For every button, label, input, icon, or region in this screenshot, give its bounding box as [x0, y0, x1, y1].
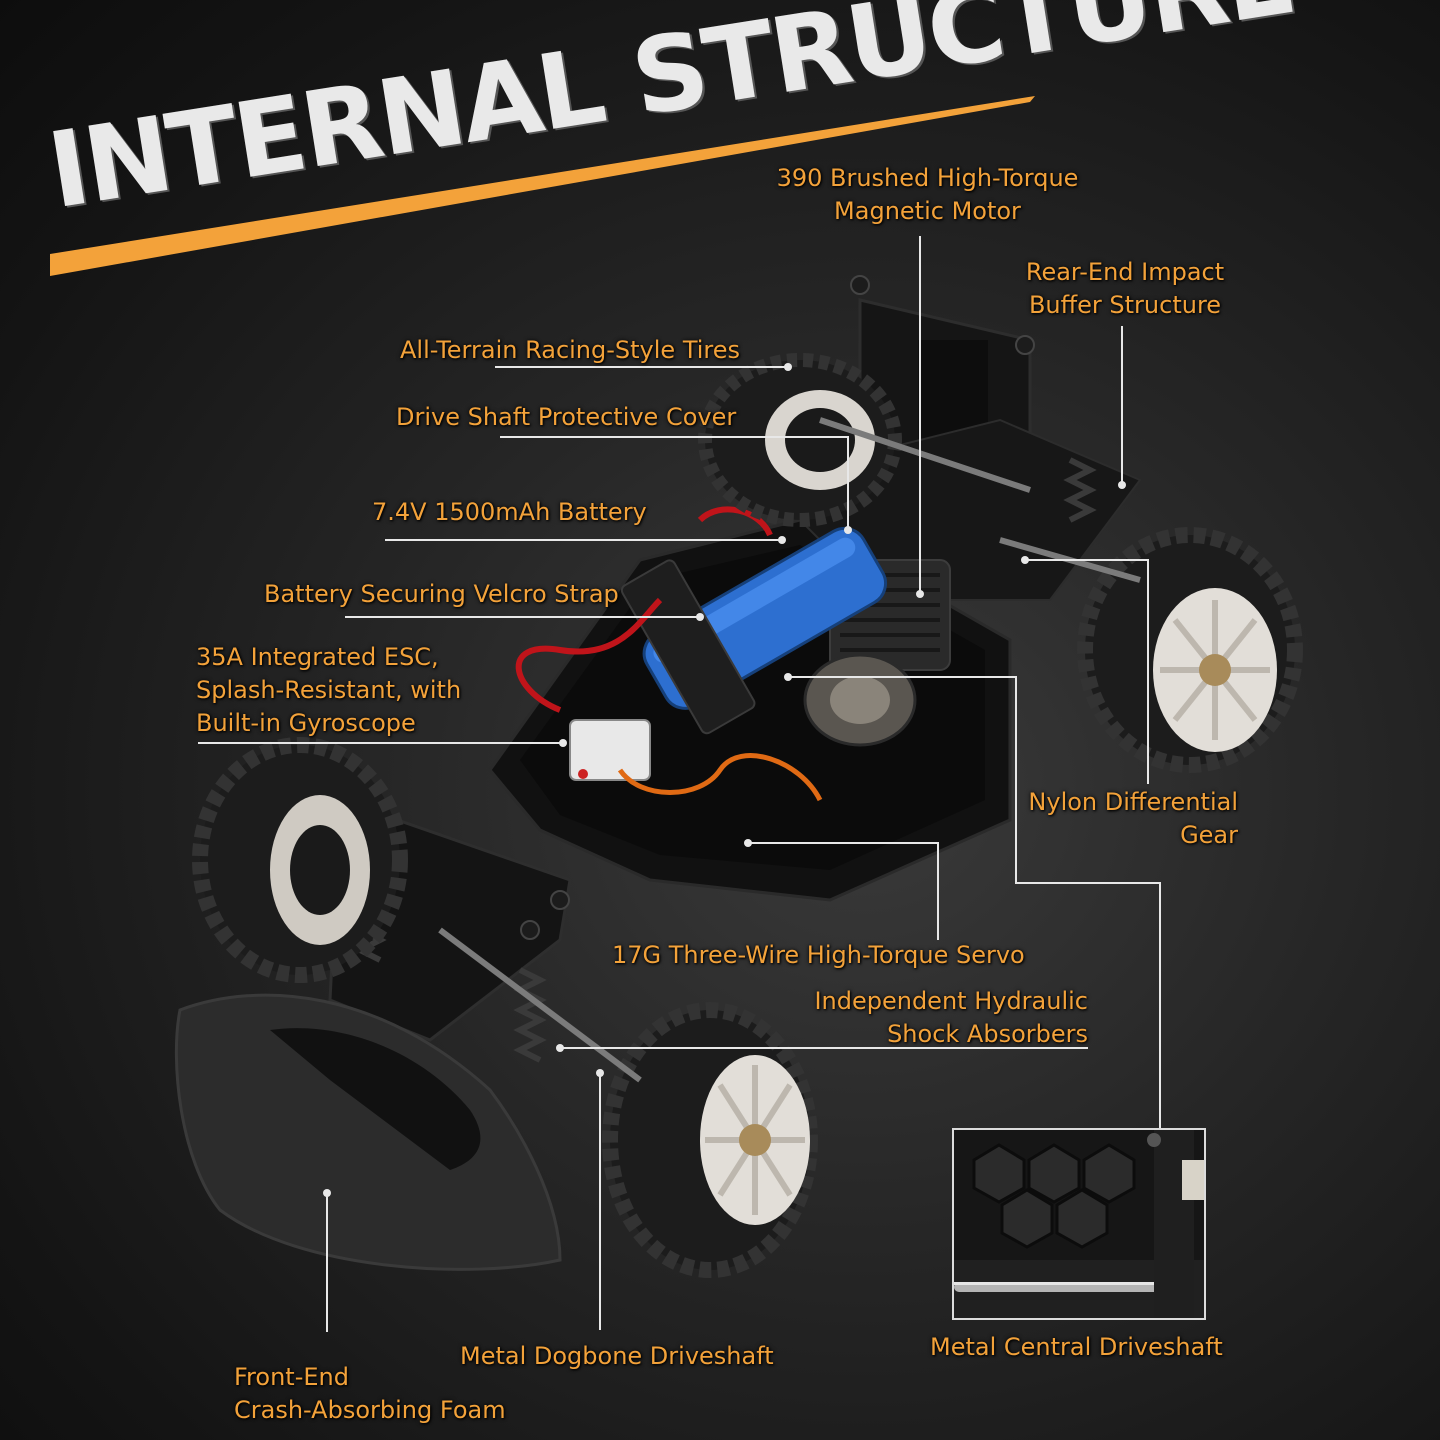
tire-front-right: [602, 1002, 818, 1278]
central-driveshaft-closeup: [954, 1130, 1204, 1318]
label-servo: 17G Three-Wire High-Torque Servo: [612, 941, 1025, 969]
tire-rear-right: [1077, 527, 1303, 773]
label-rear-buffer: Rear-End Impact Buffer Structure: [1010, 256, 1240, 322]
label-central-driveshaft: Metal Central Driveshaft: [930, 1333, 1223, 1361]
label-shock-absorbers-line2: Shock Absorbers: [887, 1020, 1088, 1048]
central-driveshaft-inset: [952, 1128, 1206, 1320]
label-front-foam: Front-End Crash-Absorbing Foam: [234, 1361, 506, 1427]
label-rear-buffer-line2: Buffer Structure: [1028, 291, 1222, 319]
label-shock-absorbers: Independent Hydraulic Shock Absorbers: [780, 985, 1088, 1051]
title-swoosh: [50, 96, 1035, 276]
label-front-foam-line1: Front-End: [234, 1363, 349, 1391]
label-battery: 7.4V 1500mAh Battery: [372, 498, 647, 526]
label-velcro-strap: Battery Securing Velcro Strap: [264, 580, 619, 608]
label-shock-absorbers-line1: Independent Hydraulic: [814, 987, 1088, 1015]
label-dogbone-driveshaft: Metal Dogbone Driveshaft: [460, 1342, 774, 1370]
label-esc-line3: Built-in Gyroscope: [196, 709, 416, 737]
label-tires: All-Terrain Racing-Style Tires: [400, 336, 741, 364]
label-differential-line2: Gear: [1180, 821, 1238, 849]
label-differential: Nylon Differential Gear: [1000, 786, 1238, 852]
label-esc: 35A Integrated ESC, Splash-Resistant, wi…: [196, 641, 461, 740]
label-motor-line2: Magnetic Motor: [834, 197, 1021, 225]
label-esc-line1: 35A Integrated ESC,: [196, 643, 439, 671]
label-rear-buffer-line1: Rear-End Impact: [1025, 258, 1225, 286]
label-drive-shaft-cover: Drive Shaft Protective Cover: [396, 403, 737, 431]
label-front-foam-line2: Crash-Absorbing Foam: [234, 1396, 506, 1424]
label-motor: 390 Brushed High-Torque Magnetic Motor: [760, 162, 1095, 228]
label-differential-line1: Nylon Differential: [1028, 788, 1238, 816]
tire-front-left: [192, 737, 408, 983]
label-motor-line1: 390 Brushed High-Torque: [776, 164, 1079, 192]
title-banner: [40, 40, 1040, 300]
label-esc-line2: Splash-Resistant, with: [196, 676, 462, 704]
